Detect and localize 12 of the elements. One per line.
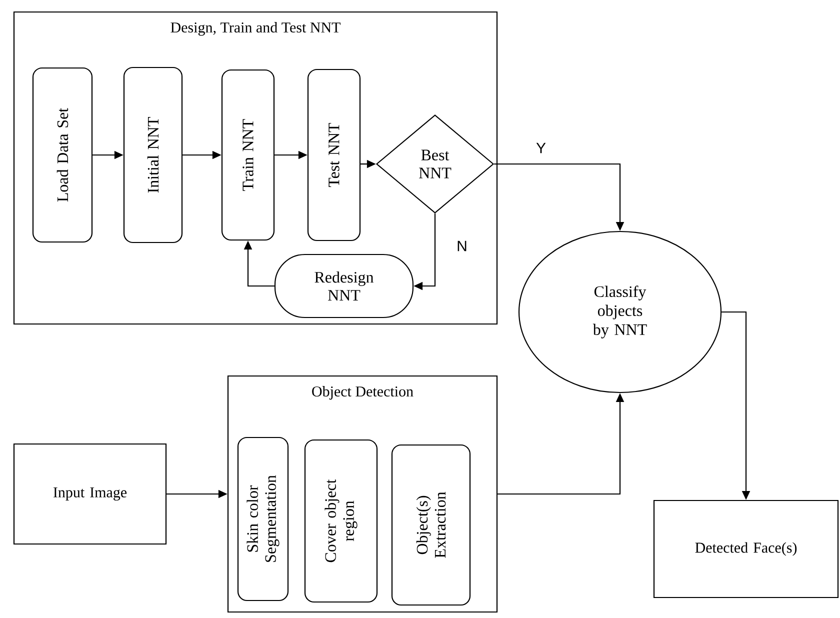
- process-box: Cover object region: [304, 439, 378, 603]
- process-box: Load Data Set: [32, 67, 93, 243]
- edge-label: N: [456, 240, 468, 252]
- process-box: Redesign NNT: [274, 254, 414, 318]
- process-box: Test NNT: [307, 68, 361, 242]
- process-box: Detected Face(s): [653, 500, 839, 598]
- process-box: Object(s) Extraction: [391, 444, 471, 606]
- process-box: Skin color Segmentation: [237, 436, 289, 602]
- process-box: Input Image: [13, 443, 167, 545]
- process-box: Initial NNT: [123, 66, 183, 244]
- edge-label: Y: [535, 142, 547, 154]
- process-box: Train NNT: [221, 69, 275, 241]
